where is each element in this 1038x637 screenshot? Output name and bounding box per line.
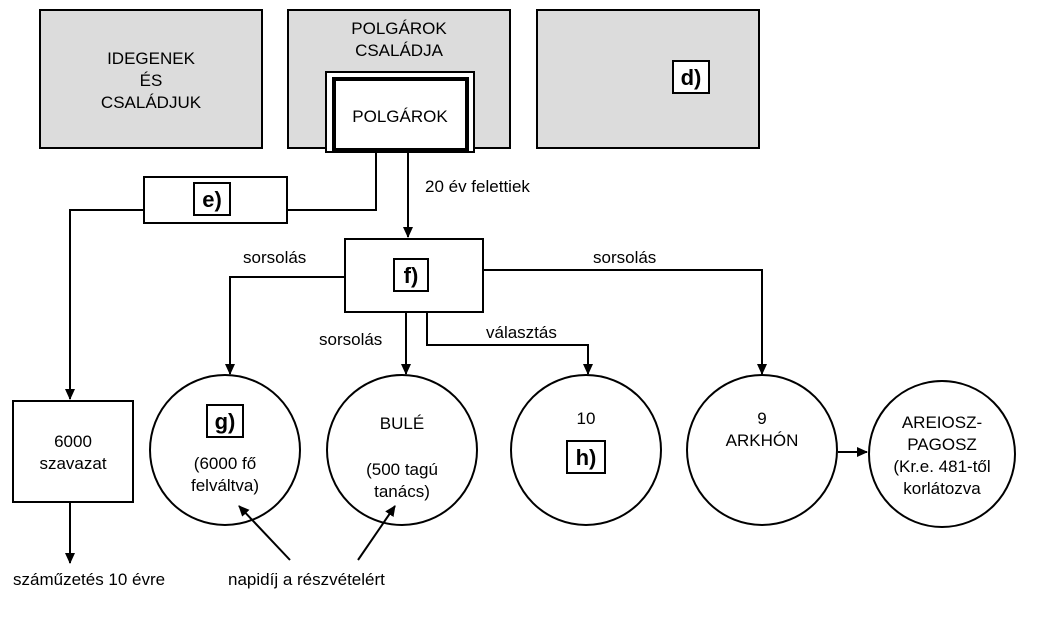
szavazat-line-1: 6000	[54, 432, 92, 451]
d-answer-frame	[672, 60, 710, 94]
areiosz-line-1: AREIOSZ-	[902, 413, 982, 432]
f-to-h-arrow	[426, 312, 593, 375]
arkhon-line-1: 9	[757, 409, 766, 428]
g-circle	[149, 374, 301, 526]
f-to-arkhon-arrow	[483, 269, 767, 375]
sorsolas-mid-label: sorsolás	[319, 330, 382, 349]
idegenek-box	[39, 9, 263, 149]
g-answer-label: g)	[215, 409, 236, 434]
szamuzetes-label: száműzetés 10 évre	[13, 570, 165, 589]
areiosz-line-2: PAGOSZ	[907, 435, 977, 454]
f-answer-frame	[393, 258, 429, 292]
f-box	[344, 238, 484, 313]
idegenek-line-2: ÉS	[140, 71, 163, 90]
areiosz-circle	[868, 380, 1016, 528]
f-to-g-arrow	[225, 276, 345, 375]
evek-label: 20 év felettiek	[425, 177, 530, 196]
h-top-label: 10	[577, 409, 596, 428]
e-answer-label: e)	[202, 187, 222, 212]
napidij-label: napidíj a részvételért	[228, 570, 385, 589]
e-answer-frame	[193, 182, 231, 216]
f-answer-label: f)	[404, 263, 419, 288]
e-to-szavazat-arrow	[65, 209, 144, 400]
idegenek-line-1: IDEGENEK	[107, 49, 196, 68]
polgarok-label: POLGÁROK	[352, 107, 448, 126]
sorsolas-left-label: sorsolás	[243, 248, 306, 267]
polgarok-csaladja-line-1: POLGÁROK	[351, 19, 447, 38]
arkhon-line-2: ARKHÓN	[726, 431, 799, 450]
idegenek-line-3: CSALÁDJUK	[101, 93, 202, 112]
valasztas-label: választás	[486, 323, 557, 342]
polgarok-csaladja-line-2: CSALÁDJA	[355, 41, 444, 60]
g-sub-line-2: felváltva)	[191, 476, 259, 495]
bule-line-3: tanács)	[374, 482, 430, 501]
h-answer-label: h)	[576, 445, 597, 470]
szavazat-line-2: szavazat	[39, 454, 106, 473]
bule-line-1: BULÉ	[380, 414, 424, 433]
d-box	[536, 9, 760, 149]
d-answer-label: d)	[681, 65, 702, 90]
bule-line-2: (500 tagú	[366, 460, 438, 479]
g-answer-frame	[206, 404, 244, 438]
g-sub-line-1: (6000 fő	[194, 454, 256, 473]
sorsolas-right-label: sorsolás	[593, 248, 656, 267]
napidij-to-g-arrow	[238, 505, 291, 561]
napidij-to-bule-arrow	[357, 505, 396, 561]
polgarok-box	[332, 77, 469, 152]
bule-circle	[326, 374, 478, 526]
areiosz-line-3: (Kr.e. 481-től	[893, 457, 990, 476]
arkhon-circle	[686, 374, 838, 526]
areiosz-line-4: korlátozva	[903, 479, 981, 498]
polgarok-to-e-line	[287, 152, 377, 211]
h-answer-frame	[566, 440, 606, 474]
szavazat-box	[12, 400, 134, 503]
